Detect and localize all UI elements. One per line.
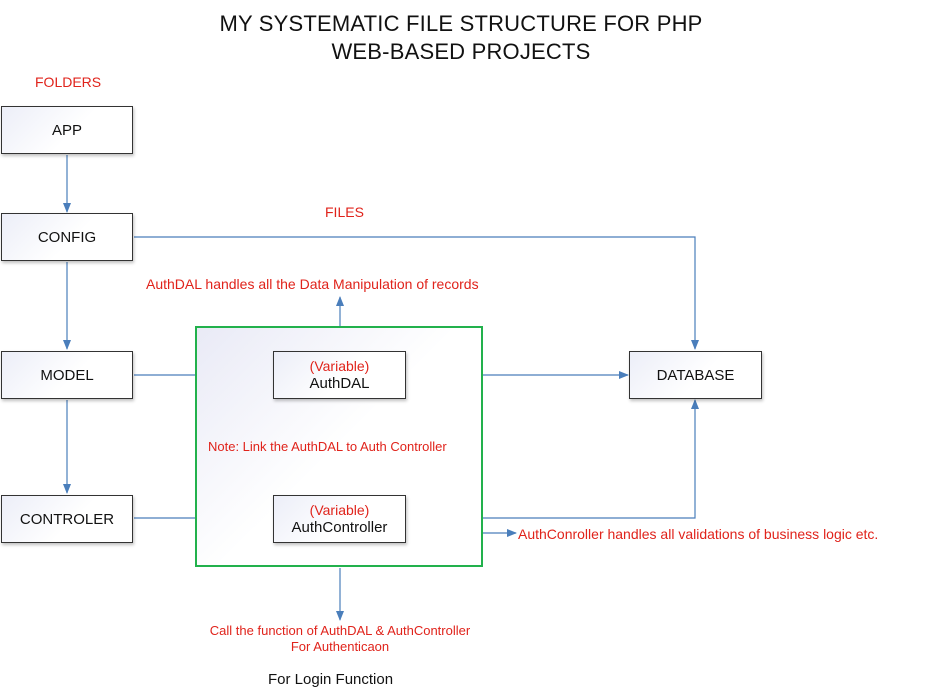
database-label: DATABASE	[656, 366, 735, 384]
folder-config: CONFIG	[1, 213, 133, 261]
folder-controler: CONTROLER	[1, 495, 133, 543]
arrow-config-to-database	[134, 236, 699, 350]
folder-controler-label: CONTROLER	[19, 510, 115, 528]
link-note: Note: Link the AuthDAL to Auth Controlle…	[208, 439, 447, 454]
call-note-line-2: For Authenticaon	[290, 639, 390, 654]
login-label: For Login Function	[268, 671, 394, 688]
authcontroller-name: AuthController	[291, 519, 388, 536]
authcontroller-box: (Variable) AuthController	[273, 495, 406, 543]
database-box: DATABASE	[629, 351, 762, 399]
arrow-authcontroller-to-database	[406, 399, 699, 519]
folder-app: APP	[1, 106, 133, 154]
folder-model-label: MODEL	[40, 366, 94, 384]
call-note-line-1: Call the function of AuthDAL & AuthContr…	[209, 623, 471, 638]
folder-config-label: CONFIG	[37, 228, 97, 246]
authcontroller-variable-tag: (Variable)	[309, 502, 370, 518]
page-title: MY SYSTEMATIC FILE STRUCTURE FOR PHP WEB…	[0, 10, 922, 66]
authdal-name: AuthDAL	[309, 375, 370, 392]
folder-app-label: APP	[51, 121, 82, 139]
title-line-1: MY SYSTEMATIC FILE STRUCTURE FOR PHP	[219, 11, 703, 36]
controller-note: AuthConroller handles all validations of…	[518, 526, 879, 542]
authdal-note: AuthDAL handles all the Data Manipulatio…	[146, 276, 479, 292]
authdal-box: (Variable) AuthDAL	[273, 351, 406, 399]
folders-label: FOLDERS	[35, 74, 102, 90]
folder-model: MODEL	[1, 351, 133, 399]
title-line-2: WEB-BASED PROJECTS	[331, 39, 591, 64]
files-label: FILES	[325, 204, 364, 220]
authdal-variable-tag: (Variable)	[309, 358, 370, 374]
call-note: Call the function of AuthDAL & AuthContr…	[170, 623, 510, 655]
